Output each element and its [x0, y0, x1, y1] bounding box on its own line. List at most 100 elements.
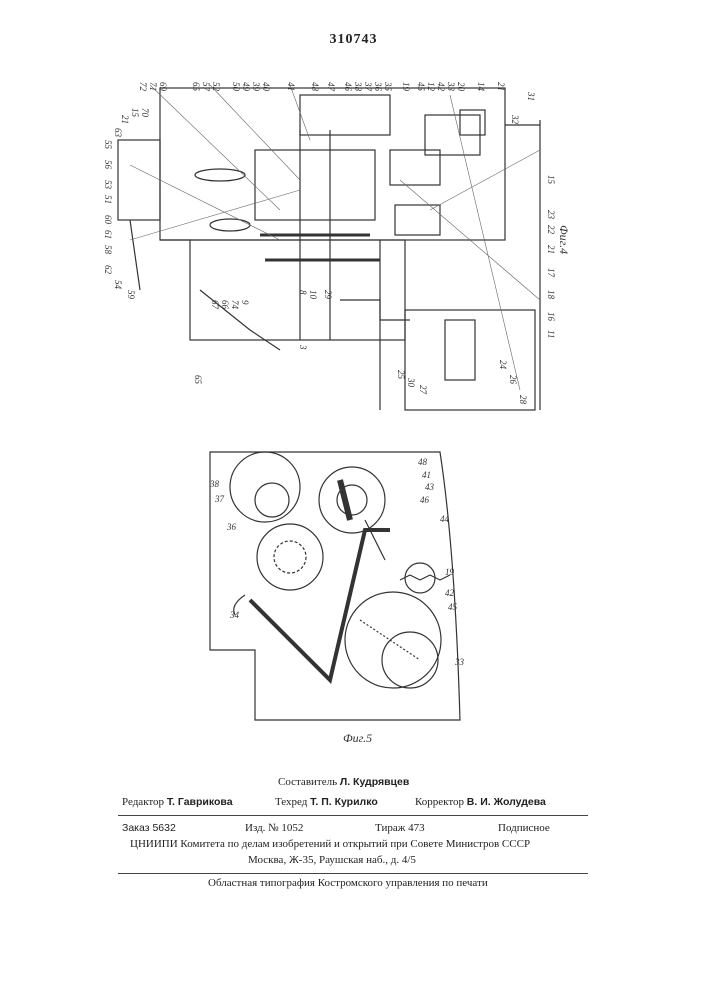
- reference-label: 24: [498, 360, 508, 370]
- reference-label: 21: [496, 82, 506, 91]
- reference-label: 33: [446, 81, 456, 92]
- reference-label: 74: [230, 300, 240, 310]
- reference-label: 17: [546, 268, 556, 278]
- reference-label: 59: [126, 290, 136, 300]
- reference-label: Редактор: [122, 796, 164, 808]
- patent-drawings: 72 71 69 65 57 52 50 49 39 40 41 48 47 4…: [0, 0, 707, 760]
- reference-label: 19: [401, 82, 411, 92]
- figure-4-leader-lines: [130, 85, 540, 390]
- compiler-line: Составитель Л. Кудрявцев: [278, 776, 409, 788]
- reference-label: 49: [241, 82, 251, 92]
- reference-label: 21: [120, 115, 130, 124]
- editor-line: Редактор Т. Гаврикова: [122, 796, 233, 808]
- reference-label: Корректор: [415, 796, 464, 808]
- reference-label: 9: [240, 300, 250, 305]
- reference-label: 46: [420, 495, 430, 505]
- reference-label: 60: [103, 215, 113, 225]
- reference-label: 56: [103, 160, 113, 170]
- reference-label: 30: [406, 377, 416, 388]
- circulation: Тираж 473: [375, 822, 425, 834]
- reference-label: 57: [201, 82, 211, 92]
- reference-label: 41: [422, 470, 431, 480]
- reference-label: 38: [209, 479, 220, 489]
- reference-label: 38: [353, 81, 363, 92]
- reference-label: 61: [103, 230, 113, 239]
- reference-label: 67: [210, 300, 220, 310]
- reference-label: 65: [191, 82, 201, 92]
- reference-label: 63: [113, 128, 123, 138]
- figure-5-caption: Фиг.5: [343, 731, 372, 745]
- reference-label: 37: [363, 81, 373, 92]
- reference-label: 42: [436, 82, 446, 92]
- reference-label: 55: [103, 140, 113, 150]
- reference-label: 23: [546, 210, 556, 220]
- reference-label: 58: [103, 245, 113, 255]
- order-number: Заказ 5632: [122, 822, 176, 834]
- reference-label: 25: [396, 370, 406, 380]
- divider: [118, 873, 588, 874]
- reference-label: 48: [418, 457, 428, 467]
- reference-label: 10: [308, 290, 318, 300]
- reference-label: 66: [220, 300, 230, 310]
- reference-label: Л. Кудрявцев: [340, 776, 409, 788]
- edition-number: Изд. № 1052: [245, 822, 303, 834]
- reference-label: 15: [130, 108, 140, 118]
- reference-label: В. И. Жолудева: [467, 796, 546, 808]
- reference-label: 40: [261, 82, 271, 92]
- reference-label: 3: [298, 344, 308, 350]
- reference-label: 22: [546, 225, 556, 235]
- reference-label: 21: [546, 245, 556, 254]
- divider: [118, 815, 588, 816]
- reference-label: 32: [510, 114, 520, 125]
- reference-label: 12: [426, 82, 436, 92]
- reference-label: 36: [373, 81, 383, 92]
- reference-label: 72: [138, 82, 148, 92]
- reference-label: 44: [440, 514, 450, 524]
- reference-label: 34: [229, 610, 240, 620]
- figure-4-labels: 72 71 69 65 57 52 50 49 39 40 41 48 47 4…: [103, 81, 571, 405]
- reference-label: 51: [103, 195, 113, 204]
- reference-label: 65: [193, 375, 203, 385]
- reference-label: 47: [326, 82, 336, 92]
- figure-5-drawing: [210, 452, 460, 720]
- techred-line: Техред Т. П. Курилко: [275, 796, 378, 808]
- reference-label: 71: [148, 82, 158, 91]
- reference-label: 70: [140, 108, 150, 118]
- reference-label: 41: [286, 82, 296, 91]
- reference-label: 50: [231, 82, 241, 92]
- reference-label: 36: [226, 522, 237, 532]
- reference-label: 11: [546, 330, 556, 338]
- reference-label: 52: [211, 82, 221, 92]
- reference-label: 26: [508, 375, 518, 385]
- printer: Областная типография Костромского управл…: [208, 877, 488, 889]
- reference-label: 16: [546, 312, 556, 322]
- reference-label: Т. Гаврикова: [167, 796, 233, 808]
- reference-label: 37: [214, 494, 225, 504]
- subscription: Подписное: [498, 822, 550, 834]
- reference-label: 46: [343, 82, 353, 92]
- figure-4-drawing: [118, 88, 540, 410]
- reference-label: 35: [383, 81, 393, 92]
- figure-4-caption: Фиг.4: [557, 225, 571, 254]
- reference-label: Техред: [275, 796, 307, 808]
- reference-label: 39: [251, 81, 261, 92]
- reference-label: 19: [445, 567, 455, 577]
- reference-label: 28: [518, 395, 528, 405]
- reference-label: 33: [454, 657, 465, 667]
- reference-label: 29: [323, 290, 333, 300]
- reference-label: 45: [416, 82, 426, 92]
- reference-label: 31: [526, 91, 536, 101]
- reference-label: 20: [456, 82, 466, 92]
- reference-label: 14: [476, 82, 486, 92]
- reference-label: 62: [103, 265, 113, 275]
- reference-label: 8: [298, 290, 308, 295]
- reference-label: 27: [418, 385, 428, 395]
- reference-label: 42: [445, 588, 455, 598]
- reference-label: 53: [103, 180, 113, 190]
- reference-label: Составитель: [278, 776, 337, 788]
- reference-label: 43: [425, 482, 435, 492]
- corrector-line: Корректор В. И. Жолудева: [415, 796, 546, 808]
- reference-label: 69: [158, 82, 168, 92]
- reference-label: 18: [546, 290, 556, 300]
- publisher-address: Москва, Ж-35, Раушская наб., д. 4/5: [248, 854, 416, 866]
